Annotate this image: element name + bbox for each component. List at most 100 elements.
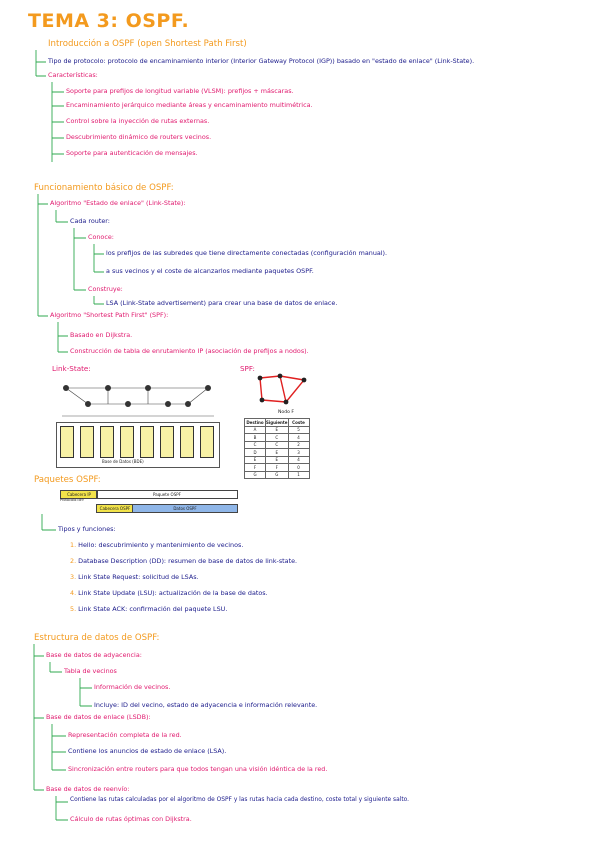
database-block	[180, 426, 194, 458]
table-header: Coste	[287, 418, 310, 427]
section-heading-funcionamiento: Funcionamiento básico de OSPF:	[34, 183, 174, 193]
spf-diagram-label: SPF:	[240, 364, 255, 373]
tipo-item: 2. Database Description (DD): resumen de…	[70, 557, 297, 565]
database-block	[140, 426, 154, 458]
conoce-label: Conoce:	[88, 233, 114, 241]
table-header: Destino	[244, 418, 266, 427]
database-block	[200, 426, 214, 458]
spf-item: Basado en Dijkstra.	[70, 331, 133, 339]
tipo-item: 4. Link State Update (LSU): actualizació…	[70, 589, 268, 597]
table-cell: C	[265, 433, 289, 442]
construye-item: LSA (Link-State advertisement) para crea…	[106, 299, 338, 307]
ospf-data-box: Datos OSPF	[132, 504, 238, 513]
table-row: F F 0	[244, 463, 310, 472]
ospf-packet-box: Paquete OSPF	[96, 490, 238, 499]
table-cell: E	[265, 455, 289, 464]
linkstate-network-diagram	[62, 385, 214, 417]
reenvio-item: Cálculo de rutas óptimas con Dijkstra.	[70, 815, 192, 823]
table-cell: C	[244, 440, 266, 449]
section-heading-intro: Introducción a OSPF (open Shortest Path …	[48, 39, 247, 49]
table-cell: 5	[287, 425, 310, 434]
tipo-text: Link State Request: solicitud de LSAs.	[78, 573, 199, 581]
ospf-packet-label: Paquete OSPF	[153, 492, 181, 497]
tabla-vecinos-label: Tabla de vecinos	[64, 667, 117, 675]
tipo-number: 3.	[70, 573, 77, 581]
table-cell: 4	[287, 455, 310, 464]
tipo-text: Link State Update (LSU): actualización d…	[78, 589, 268, 597]
ospf-header-label: Cabecera OSPF	[99, 506, 131, 511]
caracteristica-item: Control sobre la inyección de rutas exte…	[66, 117, 210, 125]
section-heading-estructura: Estructura de datos de OSPF:	[34, 633, 160, 643]
table-header: Siguiente	[265, 418, 289, 427]
table-cell: 0	[287, 463, 310, 472]
linkstate-diagram-label: Link-State:	[52, 364, 91, 373]
nodef-table-title: Nodo F	[278, 410, 295, 415]
reenvio-label: Base de datos de reenvío:	[46, 785, 130, 793]
section-heading-paquetes: Paquetes OSPF:	[34, 475, 101, 485]
tipo-protocolo-text: Tipo de protocolo: protocolo de encamina…	[48, 57, 475, 65]
reenvio-item: Contiene las rutas calculadas por el alg…	[70, 797, 410, 803]
lsdb-item: Contiene los anuncios de estado de enlac…	[68, 747, 227, 755]
tipo-number: 4.	[70, 589, 77, 597]
cada-router-label: Cada router:	[70, 217, 110, 225]
database-block	[60, 426, 74, 458]
tipos-label: Tipos y funciones:	[58, 525, 116, 533]
nodef-table: Destino Siguiente Coste A E 5 B C 4 C C …	[244, 418, 310, 479]
ip-header-label: Cabecera IP	[67, 492, 91, 497]
tipo-item: 5. Link State ACK: confirmación del paqu…	[70, 605, 227, 613]
tipo-number: 2.	[70, 557, 77, 565]
table-cell: G	[265, 470, 289, 479]
table-cell: F	[265, 463, 289, 472]
table-cell: F	[244, 463, 266, 472]
tipo-text: Hello: descubrimiento y mantenimiento de…	[78, 541, 244, 549]
adyacencia-label: Base de datos de adyacencia:	[46, 651, 142, 659]
table-cell: E	[244, 455, 266, 464]
table-row: C C 2	[244, 440, 310, 449]
table-cell: A	[244, 425, 266, 434]
database-block	[160, 426, 174, 458]
table-row: E E 4	[244, 455, 310, 464]
spf-graph-diagram	[257, 373, 307, 405]
caracteristicas-label: Características:	[48, 71, 98, 79]
table-row: A E 5	[244, 425, 310, 434]
table-cell: 3	[287, 448, 310, 457]
table-cell: 1	[287, 470, 310, 479]
tipo-number: 5.	[70, 605, 77, 613]
vecinos-item: Incluye: ID del vecino, estado de adyace…	[94, 701, 318, 709]
tipo-number: 1.	[70, 541, 77, 549]
construye-label: Construye:	[88, 285, 123, 293]
tipo-item: 3. Link State Request: solicitud de LSAs…	[70, 573, 199, 581]
spf-item: Construcción de tabla de enrutamiento IP…	[70, 347, 309, 355]
caracteristica-item: Encaminamiento jerárquico mediante áreas…	[66, 101, 313, 109]
database-block	[100, 426, 114, 458]
table-cell: 2	[287, 440, 310, 449]
tipo-text: Database Description (DD): resumen de ba…	[78, 557, 298, 565]
caracteristica-item: Soporte para prefijos de longitud variab…	[66, 87, 294, 95]
ospf-header-box: Cabecera OSPF	[96, 504, 134, 513]
page-title: TEMA 3: OSPF.	[28, 10, 190, 32]
algoritmo-ls-label: Algoritmo "Estado de enlace" (Link-State…	[50, 199, 186, 207]
table-cell: C	[265, 440, 289, 449]
database-caption: Base de Datos (BDE)	[102, 459, 144, 464]
table-row: B C 4	[244, 433, 310, 442]
database-block	[80, 426, 94, 458]
conoce-item: a sus vecinos y el coste de alcanzarlos …	[106, 267, 314, 275]
database-container	[56, 422, 220, 468]
protocolo-label: Protocolo=89	[60, 498, 84, 502]
lsdb-item: Representación completa de la red.	[68, 731, 182, 739]
table-cell: D	[244, 448, 266, 457]
database-block	[120, 426, 134, 458]
table-cell: B	[244, 433, 266, 442]
conoce-item: los prefijos de las subredes que tiene d…	[106, 249, 388, 257]
table-row: G G 1	[244, 470, 310, 479]
table-row: D E 3	[244, 448, 310, 457]
table-header-row: Destino Siguiente Coste	[244, 418, 310, 427]
lsdb-label: Base de datos de enlace (LSDB):	[46, 713, 151, 721]
table-cell: 4	[287, 433, 310, 442]
table-cell: E	[265, 448, 289, 457]
caracteristica-item: Descubrimiento dinámico de routers vecin…	[66, 133, 212, 141]
caracteristica-item: Soporte para autenticación de mensajes.	[66, 149, 198, 157]
ip-header-box: Cabecera IP	[60, 490, 98, 499]
lsdb-item: Sincronización entre routers para que to…	[68, 765, 328, 773]
